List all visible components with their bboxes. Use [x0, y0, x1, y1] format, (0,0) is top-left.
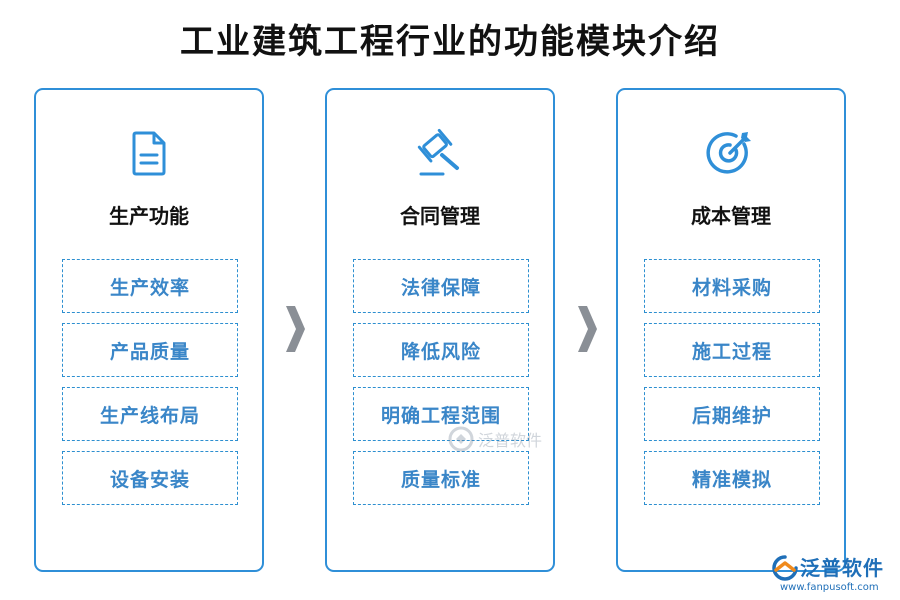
module-item: 设备安装 [62, 451, 238, 505]
brand-logo: 泛普软件 www.fanpusoft.com [770, 550, 895, 596]
module-item: 生产效率 [62, 259, 238, 313]
module-card-production: 生产功能 生产效率 产品质量 生产线布局 设备安装 [34, 88, 264, 572]
module-card-cost: 成本管理 材料采购 施工过程 后期维护 精准模拟 [616, 88, 846, 572]
module-title: 成本管理 [691, 204, 771, 228]
brand-url: www.fanpusoft.com [780, 582, 879, 593]
module-item: 材料采购 [644, 259, 820, 313]
chevron-right-icon [578, 306, 597, 352]
module-item: 法律保障 [353, 259, 529, 313]
document-icon [132, 131, 166, 176]
module-item: 精准模拟 [644, 451, 820, 505]
gavel-icon [417, 128, 459, 176]
module-item: 产品质量 [62, 323, 238, 377]
target-icon [706, 132, 751, 174]
module-item: 后期维护 [644, 387, 820, 441]
brand-logo-icon [772, 555, 798, 581]
watermark-text: 泛普软件 [478, 431, 543, 450]
module-card-contract: 合同管理 法律保障 降低风险 明确工程范围 质量标准 [325, 88, 555, 572]
page-title: 工业建筑工程行业的功能模块介绍 [180, 22, 720, 62]
chevron-right-icon [286, 306, 305, 352]
module-item: 生产线布局 [62, 387, 238, 441]
brand-name: 泛普软件 [800, 556, 884, 580]
module-title: 合同管理 [400, 204, 480, 228]
module-item: 施工过程 [644, 323, 820, 377]
module-item: 质量标准 [353, 451, 529, 505]
module-item: 降低风险 [353, 323, 529, 377]
module-title: 生产功能 [109, 204, 189, 228]
brand-logo-icon [448, 426, 474, 452]
module-item: 明确工程范围 [353, 387, 529, 441]
watermark: 泛普软件 [448, 424, 558, 454]
